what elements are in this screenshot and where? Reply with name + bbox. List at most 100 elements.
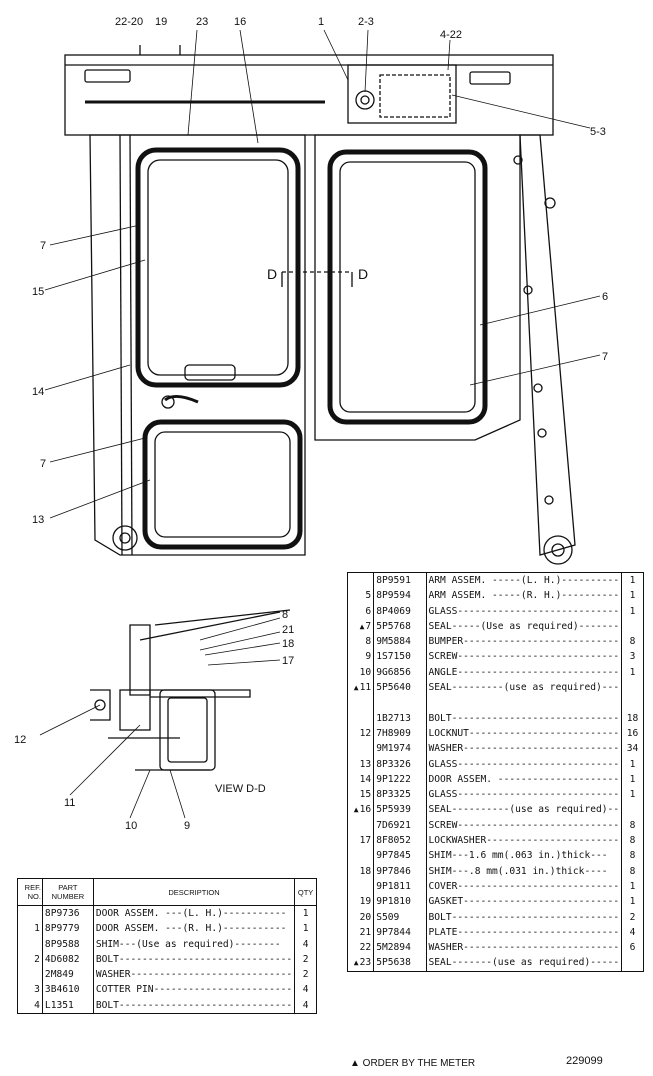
- description-cell: SHIM---.8 mm(.031 in.)thick----: [425, 863, 623, 879]
- description-cell: BOLT------------------------------: [92, 951, 296, 968]
- ref-cell: 9: [346, 649, 375, 665]
- callout-21: 21: [282, 624, 294, 636]
- ref-cell: [346, 710, 375, 726]
- left-handle: [84, 69, 131, 83]
- description-cell: GLASS----------------------------: [425, 603, 623, 619]
- qty-cell: [621, 618, 644, 635]
- callout-5-3: 5-3: [590, 126, 606, 138]
- description-cell: BOLT------------------------------: [92, 997, 296, 1014]
- qty-cell: 18: [621, 710, 644, 726]
- callout-14: 14: [32, 386, 44, 398]
- part-number-cell: [373, 695, 427, 711]
- description-cell: ANGLE----------------------------: [425, 664, 623, 681]
- ref-cell: 22: [346, 940, 375, 956]
- ref-cell: ▲11: [346, 680, 375, 696]
- section-marker-d-left: D: [267, 266, 277, 282]
- part-number-cell: 1B2713: [373, 710, 427, 726]
- ref-number: 15: [359, 789, 372, 801]
- ref-number: 8: [365, 636, 372, 648]
- ref-number: 17: [359, 835, 372, 847]
- ref-cell: 17: [346, 833, 375, 849]
- view-d-d-label: VIEW D-D: [215, 783, 266, 795]
- qty-cell: 8: [621, 863, 644, 879]
- ref-cell: 8: [346, 634, 375, 650]
- description-cell: ARM ASSEM. -----(L. H.)----------: [425, 572, 623, 589]
- qty-cell: 1: [294, 905, 317, 922]
- part-number-cell: 9P1811: [373, 878, 427, 895]
- part-number-cell: 8P9591: [373, 572, 427, 589]
- qty-cell: 1: [621, 878, 644, 895]
- description-cell: BOLT-----------------------------: [425, 710, 623, 726]
- description-cell: BOLT-----------------------------: [425, 909, 623, 925]
- ref-number: 19: [359, 896, 372, 908]
- part-number-cell: 9P1222: [373, 771, 427, 788]
- qty-cell: [621, 802, 644, 818]
- description-cell: SHIM---(Use as required)--------: [92, 936, 296, 952]
- right-roller: [543, 535, 573, 565]
- description-cell: DOOR ASSEM. ---(R. H.)-----------: [92, 921, 296, 937]
- order-by-meter-mark: ▲: [353, 683, 359, 693]
- part-number-cell: 9P7845: [373, 848, 427, 864]
- ref-number: 10: [359, 666, 372, 678]
- ref-cell: 12: [346, 725, 375, 742]
- description-cell: DOOR ASSEM. ---------------------: [425, 771, 623, 788]
- right-door-frame: [314, 134, 521, 441]
- description-cell: SEAL-------(use as required)-----: [425, 955, 623, 972]
- header-qty: QTY: [294, 878, 317, 906]
- ref-number: 9: [365, 651, 372, 663]
- ref-cell: 1: [17, 921, 43, 937]
- description-cell: SCREW----------------------------: [425, 649, 623, 665]
- part-number-cell: 2M849: [41, 967, 94, 983]
- order-by-meter-mark: ▲: [353, 805, 359, 815]
- ref-cell: [346, 695, 375, 711]
- qty-cell: 1: [621, 894, 644, 910]
- table-header-row: REF. NO. PART NUMBER DESCRIPTION QTY: [17, 878, 317, 906]
- callout-12: 12: [14, 734, 26, 746]
- description-cell: LOCKNUT--------------------------: [425, 725, 623, 742]
- callout-10: 10: [125, 820, 137, 832]
- ref-number: 16: [359, 804, 372, 816]
- qty-cell: 3: [621, 649, 644, 665]
- description-cell: GLASS----------------------------: [425, 756, 623, 772]
- callout-22-20: 22-20: [115, 16, 143, 28]
- ref-number: 23: [359, 957, 372, 969]
- part-number-cell: 7H8909: [373, 725, 427, 742]
- right-arm: [519, 134, 576, 556]
- qty-cell: 4: [621, 924, 644, 941]
- description-cell: GASKET---------------------------: [425, 894, 623, 910]
- part-number-cell: 9P7844: [373, 924, 427, 941]
- qty-cell: 1: [621, 588, 644, 604]
- part-number-cell: 8F8052: [373, 833, 427, 849]
- callout-2-3: 2-3: [358, 16, 374, 28]
- ref-number: 6: [365, 605, 372, 617]
- ref-cell: ▲16: [346, 802, 375, 818]
- ref-cell: 4: [17, 997, 43, 1014]
- header-description: DESCRIPTION: [92, 878, 296, 906]
- part-number-cell: 9P7846: [373, 863, 427, 879]
- ref-cell: [17, 967, 43, 983]
- part-number-cell: 5P5768: [373, 618, 427, 635]
- ref-cell: [17, 936, 43, 952]
- ref-cell: ▲23: [346, 955, 375, 972]
- knob: [355, 90, 375, 110]
- callout-6: 6: [602, 291, 608, 303]
- part-number-cell: 5P5638: [373, 955, 427, 972]
- upper-left-window: [135, 147, 301, 388]
- order-by-meter-mark: ▲: [359, 621, 365, 631]
